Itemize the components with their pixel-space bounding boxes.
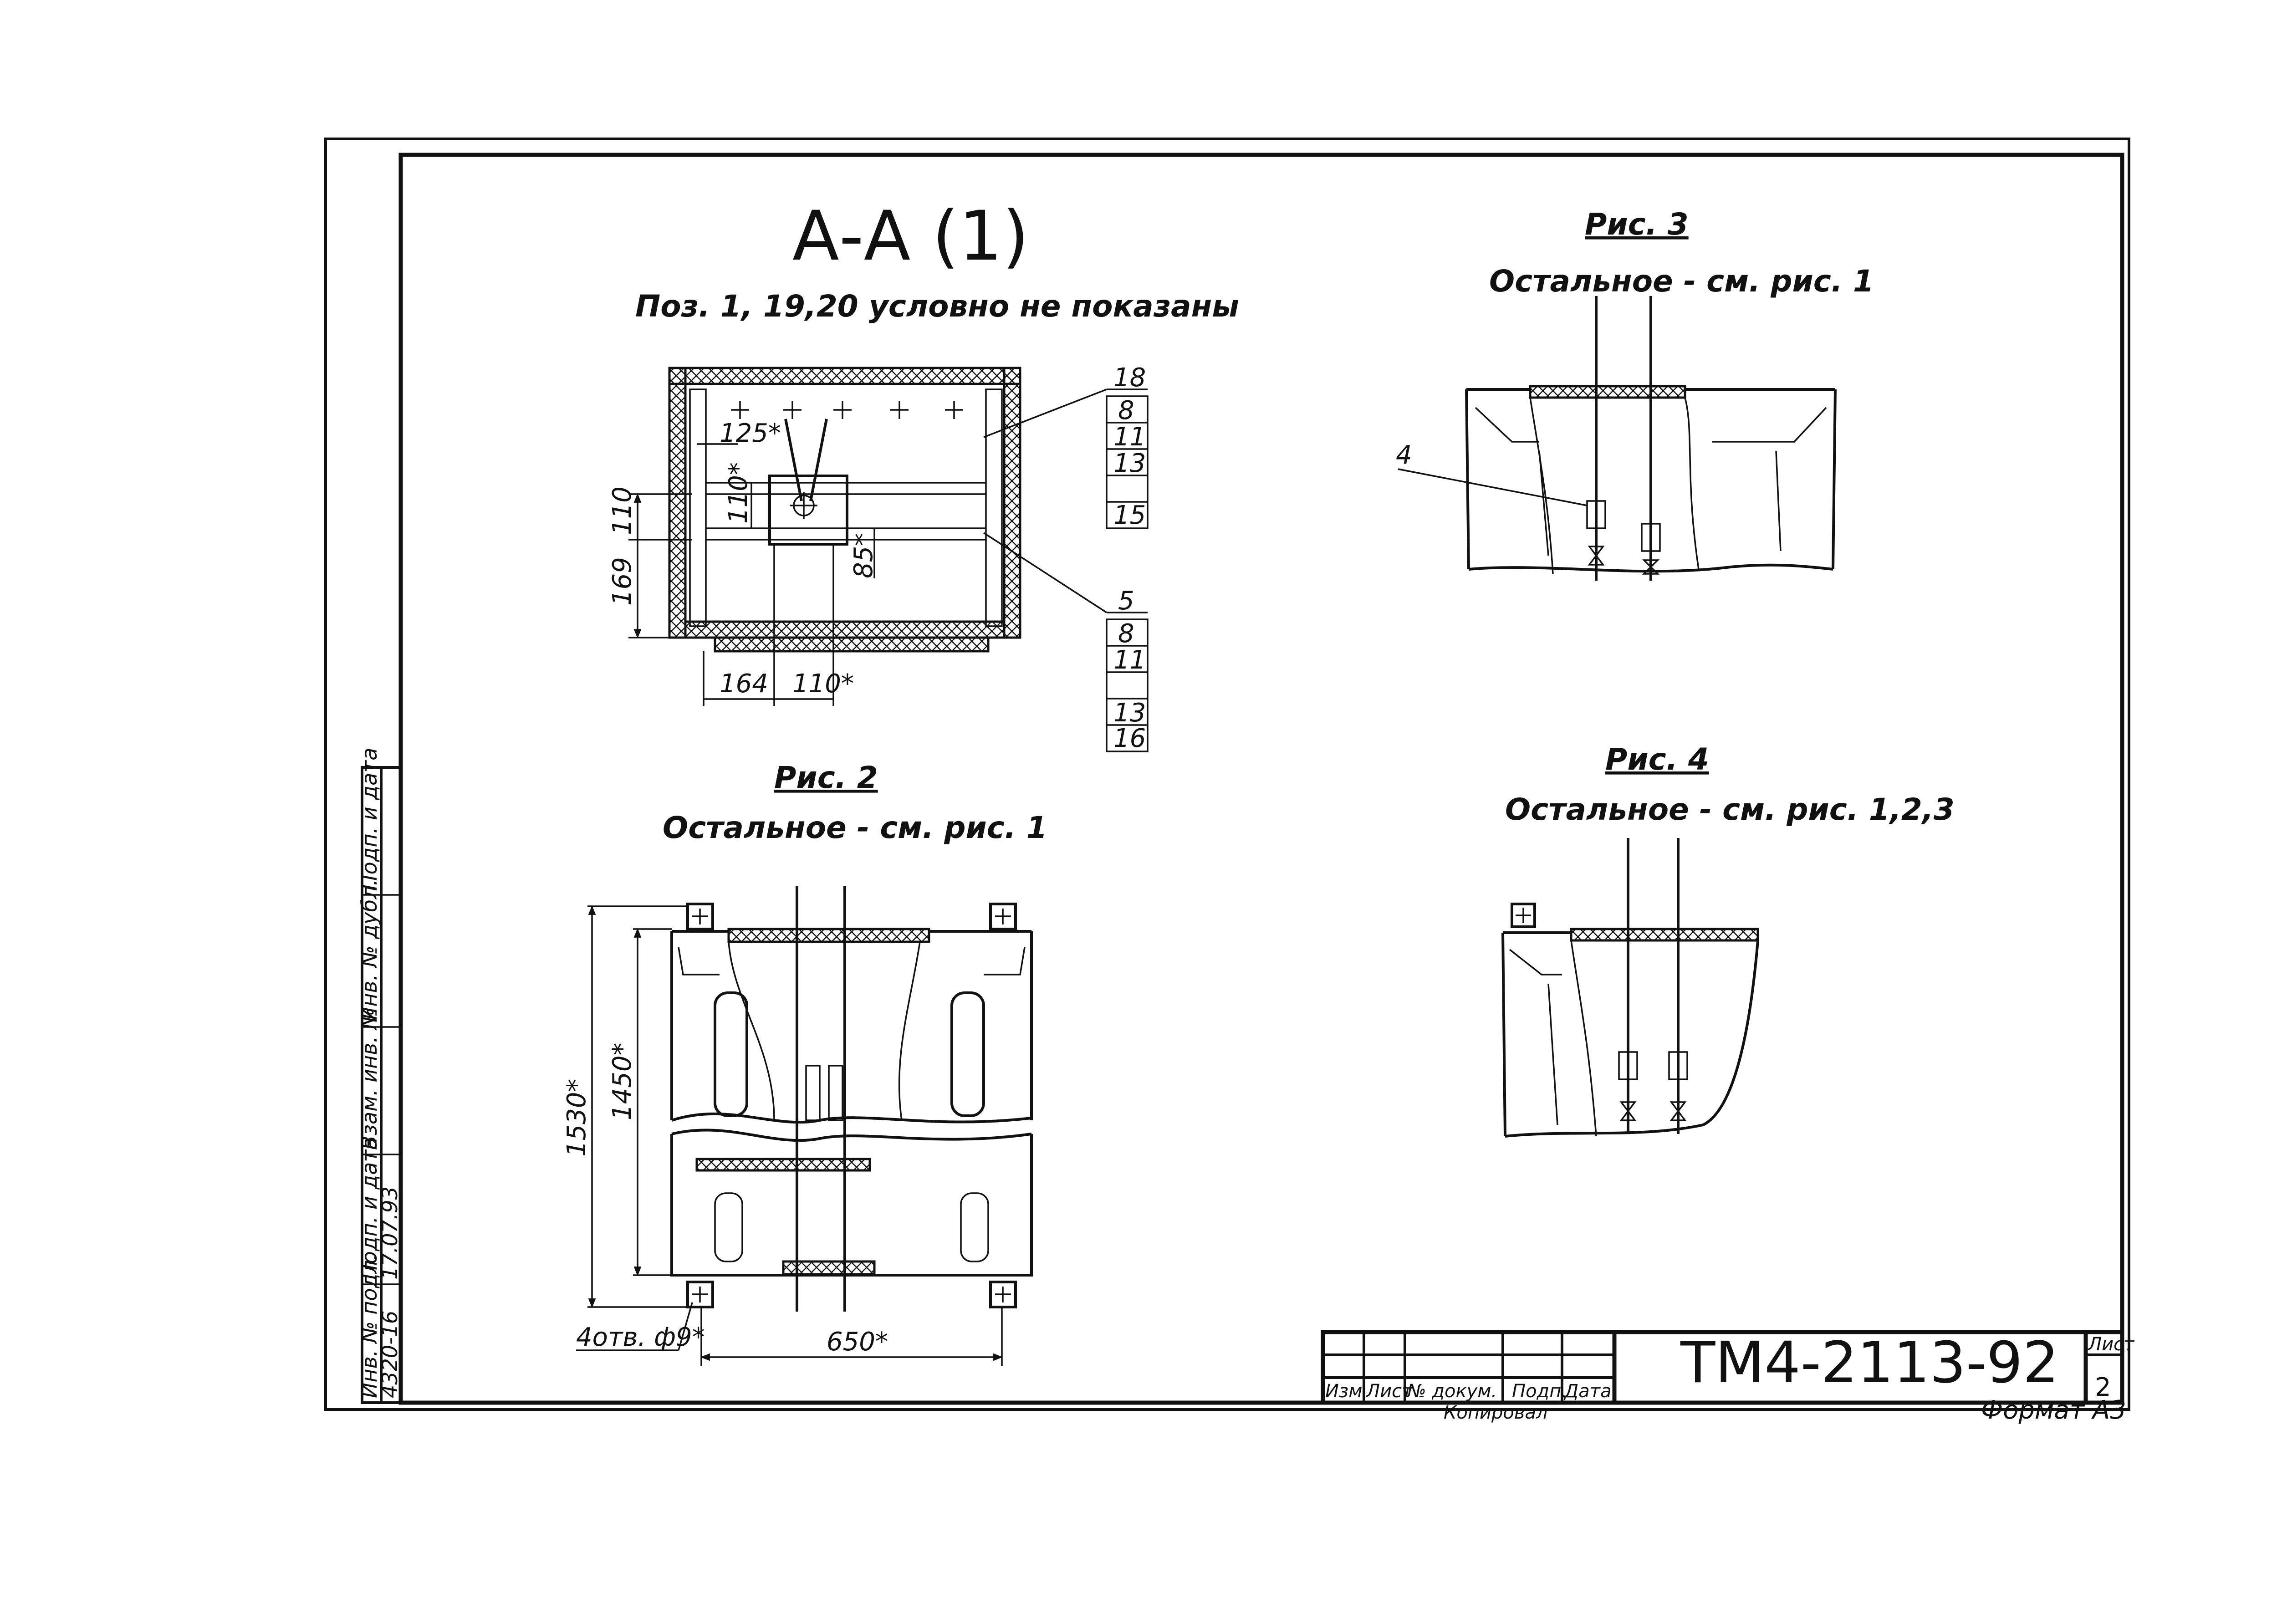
section-aa-view: 110 169 110* 125* 85* 164 110* <box>608 367 1107 706</box>
fig2-title: Рис. 2 <box>774 760 878 795</box>
fig2-view: 1530* 1450* 650* 4отв. ф9* <box>562 886 1033 1366</box>
fig2-dim-1450: 1450* <box>608 1042 637 1120</box>
leader-bottom-5: 16 <box>1113 724 1146 753</box>
leader-top-2: 8 <box>1118 396 1134 425</box>
leader-bottom-1: 5 <box>1118 586 1134 616</box>
section-note: Поз. 1, 19,20 условно не показаны <box>635 289 1239 324</box>
dim-110-bottom: 110* <box>792 669 854 699</box>
dim-125: 125* <box>720 419 781 448</box>
fig3-note: Остальное - см. рис. 1 <box>1489 264 1874 299</box>
fig3-pos-4: 4 <box>1396 440 1412 470</box>
fig2-holes: 4отв. ф9* <box>576 1323 705 1352</box>
dim-110-inner: 110* <box>724 462 753 524</box>
side-value-date: 17.07.93 <box>378 1186 402 1280</box>
side-label-inv-podl: Инв. № подл. <box>357 1254 382 1398</box>
inner-frame <box>398 153 2124 1405</box>
leader-stack-bottom: 5 8 11 13 16 <box>1106 586 1149 753</box>
format-label: Формат А3 <box>1981 1395 2126 1425</box>
section-title: А-А (1) <box>792 197 1029 276</box>
dim-169: 169 <box>608 557 637 606</box>
leader-bottom-4: 13 <box>1113 698 1146 728</box>
col-doc: № докум. <box>1406 1381 1497 1402</box>
side-value-inv: 4320-16 <box>378 1311 402 1398</box>
leader-top-5: 15 <box>1113 500 1146 530</box>
fig2-dim-650: 650* <box>827 1327 888 1357</box>
fig4-title: Рис. 4 <box>1605 742 1709 777</box>
fig2-dim-1530: 1530* <box>562 1079 592 1157</box>
dim-85: 85* <box>849 533 878 578</box>
fig3-view: 4 <box>1396 296 1837 581</box>
leader-top-4: 13 <box>1113 449 1146 478</box>
side-label-podp-data-2: Подп. и дата <box>357 748 382 890</box>
side-stamp: Инв. № подл. Подп. и дата Взам. инв. № И… <box>357 748 402 1404</box>
fig4-view <box>1501 838 1759 1138</box>
col-list: Лист <box>1365 1381 1413 1402</box>
leader-top-1: 18 <box>1113 363 1146 393</box>
fig2-note: Остальное - см. рис. 1 <box>663 810 1047 845</box>
dim-164: 164 <box>720 669 768 699</box>
leader-stack-top: 18 8 11 13 15 <box>1106 363 1149 530</box>
dim-110-left: 110 <box>608 486 637 535</box>
side-label-inv-dubl: Инв. № дубл. <box>357 879 382 1022</box>
title-block: Изм Лист № докум. Подп. Дата ТМ4-2113-92… <box>1321 1330 2135 1425</box>
col-date: Дата <box>1563 1381 1612 1402</box>
leader-top-3: 11 <box>1113 422 1146 452</box>
drawing-code: ТМ4-2113-92 <box>1680 1330 2059 1396</box>
sheet-number: 2 <box>2095 1373 2111 1402</box>
col-podp: Подп. <box>1512 1381 1567 1402</box>
leader-bottom-2: 8 <box>1118 619 1134 649</box>
side-label-podp-data: Подп. и дата <box>357 1137 382 1280</box>
copied-label: Копировал <box>1444 1402 1548 1423</box>
mount-marks <box>731 401 963 419</box>
side-label-vzam: Взам. инв. № <box>357 1008 382 1150</box>
fig3-title: Рис. 3 <box>1585 207 1689 242</box>
leader-bottom-3: 11 <box>1113 645 1146 675</box>
col-izm: Изм <box>1325 1381 1362 1402</box>
sheet-label: Лист <box>2087 1334 2135 1355</box>
fig4-note: Остальное - см. рис. 1,2,3 <box>1505 792 1955 827</box>
outer-frame <box>324 138 2130 1411</box>
